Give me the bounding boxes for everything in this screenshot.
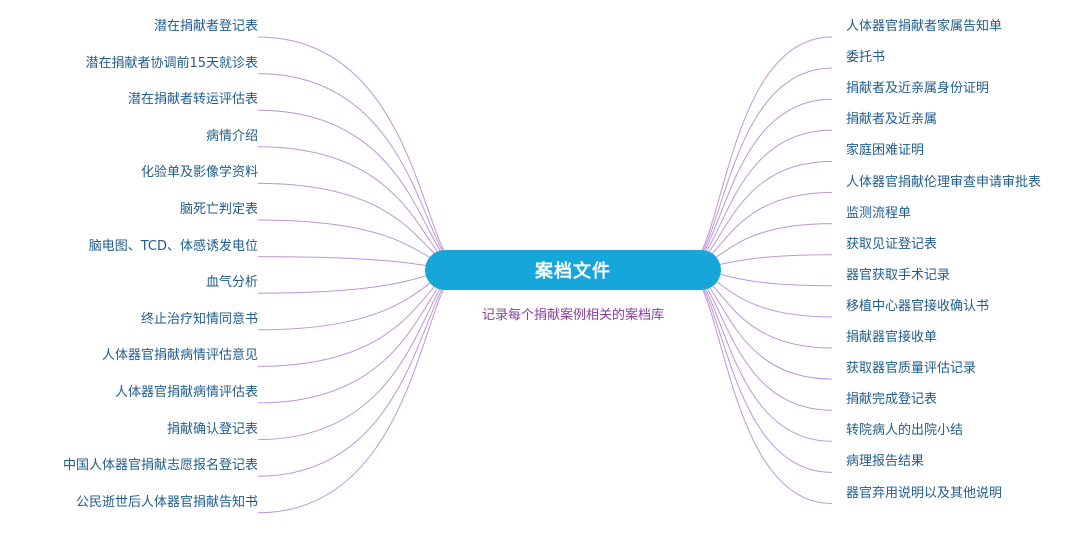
right-branch-label[interactable]: 捐献器官接收单 — [846, 330, 938, 345]
branch-connector — [257, 268, 463, 477]
right-branch-label[interactable]: 监测流程单 — [846, 205, 912, 221]
right-branch-label[interactable]: 器官弃用说明以及其他说明 — [846, 485, 1003, 501]
right-branch-label[interactable]: 人体器官捐献者家属告知单 — [846, 19, 1003, 34]
left-branch-label[interactable]: 脑死亡判定表 — [179, 202, 258, 217]
right-branch-label[interactable]: 捐献完成登记表 — [846, 392, 938, 408]
left-branch-label[interactable]: 人体器官捐献病情评估表 — [114, 385, 258, 400]
right-branch-label[interactable]: 器官获取手术记录 — [846, 267, 951, 283]
right-branch-label[interactable]: 家庭困难证明 — [846, 143, 925, 159]
root-node[interactable]: 案档文件 — [425, 250, 721, 290]
right-branch-label[interactable]: 获取器官质量评估记录 — [846, 361, 977, 377]
right-branch-label[interactable]: 捐献者及近亲属身份证明 — [846, 81, 990, 97]
branch-connector — [257, 268, 463, 441]
branch-connector — [257, 109, 463, 270]
left-branch-label[interactable]: 人体器官捐献病情评估意见 — [101, 348, 258, 364]
left-branch-label[interactable]: 血气分析 — [205, 275, 258, 291]
right-branch-label[interactable]: 转院病人的出院小结 — [846, 423, 964, 439]
left-branch-label[interactable]: 终止治疗知情同意书 — [140, 311, 258, 327]
root-title: 案档文件 — [535, 261, 611, 282]
left-branch-label[interactable]: 潜在捐献者协调前15天就诊表 — [85, 55, 258, 71]
right-branch-label[interactable]: 人体器官捐献伦理审查申请审批表 — [846, 174, 1042, 190]
left-branch-label[interactable]: 病情介绍 — [205, 128, 258, 144]
left-branch-label[interactable]: 脑电图、TCD、体感诱发电位 — [88, 238, 258, 254]
left-branch-label[interactable]: 中国人体器官捐献志愿报名登记表 — [62, 458, 258, 474]
left-branch-label[interactable]: 化验单及影像学资料 — [140, 165, 258, 181]
right-branch-label[interactable]: 委托书 — [846, 50, 886, 66]
right-branch-label[interactable]: 病理报告结果 — [846, 454, 925, 470]
left-branch-label[interactable]: 潜在捐献者转运评估表 — [127, 92, 258, 108]
right-branch-label[interactable]: 捐献者及近亲属 — [846, 112, 938, 128]
left-branch-label[interactable]: 公民逝世后人体器官捐献告知书 — [75, 494, 258, 510]
right-branch-label[interactable]: 获取见证登记表 — [846, 236, 938, 252]
left-branch-label[interactable]: 捐献确认登记表 — [166, 421, 258, 437]
left-branch-label[interactable]: 潜在捐献者登记表 — [153, 19, 258, 34]
branch-connector — [257, 73, 463, 270]
right-branch-label[interactable]: 移植中心器官接收确认书 — [846, 298, 990, 314]
root-note: 记录每个捐献案例相关的案档库 — [481, 308, 664, 323]
